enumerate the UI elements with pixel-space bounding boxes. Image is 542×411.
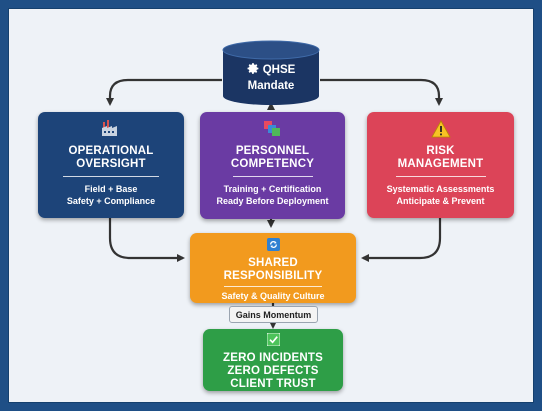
shared-responsibility-box: SHARED RESPONSIBILITY Safety & Quality C…: [190, 233, 356, 303]
mandate-title: QHSE: [262, 64, 296, 76]
personnel-detail-2: Ready Before Deployment: [216, 196, 329, 206]
refresh-icon: [190, 238, 356, 256]
operational-oversight-box: OPERATIONAL OVERSIGHT Field + Base Safet…: [38, 112, 184, 218]
arrow-operational-to-shared: [108, 218, 185, 262]
mandate-subtitle: Mandate: [247, 80, 295, 92]
shared-title-2: RESPONSIBILITY: [223, 270, 323, 282]
factory-icon: [38, 120, 184, 141]
divider: [224, 286, 322, 287]
divider: [232, 176, 313, 177]
operational-detail-1: Field + Base: [84, 184, 138, 194]
personnel-competency-box: PERSONNEL COMPETENCY Training + Certific…: [200, 112, 345, 219]
outcome-box: ZERO INCIDENTS ZERO DEFECTS CLIENT TRUST: [203, 329, 343, 391]
shared-title-1: SHARED: [248, 257, 298, 269]
risk-detail-1: Systematic Assessments: [386, 184, 495, 194]
divider: [63, 176, 159, 177]
shared-detail: Safety & Quality Culture: [221, 291, 325, 301]
outcome-line-1: ZERO INCIDENTS: [223, 352, 323, 364]
gains-momentum-label: Gains Momentum: [229, 306, 318, 323]
outcome-line-2: ZERO DEFECTS: [227, 365, 319, 377]
qhse-mandate-node: QHSE Mandate: [222, 40, 320, 106]
checkmark-icon: [203, 332, 343, 351]
outcome-line-3: CLIENT TRUST: [230, 378, 316, 390]
arrow-risk-to-shared: [361, 218, 442, 262]
arrow-mandate-to-operational: [106, 78, 222, 106]
personnel-detail-1: Training + Certification: [223, 184, 322, 194]
divider: [395, 176, 486, 177]
risk-title-2: MANAGEMENT: [397, 158, 484, 170]
gear-icon: [247, 62, 260, 79]
personnel-title-1: PERSONNEL: [235, 145, 310, 157]
operational-title-2: OVERSIGHT: [76, 158, 146, 170]
risk-title-1: RISK: [426, 145, 455, 157]
personnel-title-2: COMPETENCY: [230, 158, 315, 170]
risk-management-box: RISK MANAGEMENT Systematic Assessments A…: [367, 112, 514, 218]
operational-title-1: OPERATIONAL: [68, 145, 154, 157]
blocks-icon: [200, 120, 345, 143]
risk-detail-2: Anticipate & Prevent: [396, 196, 485, 206]
arrow-mandate-to-risk: [320, 78, 443, 106]
operational-detail-2: Safety + Compliance: [66, 196, 156, 206]
warning-icon: [367, 120, 514, 143]
